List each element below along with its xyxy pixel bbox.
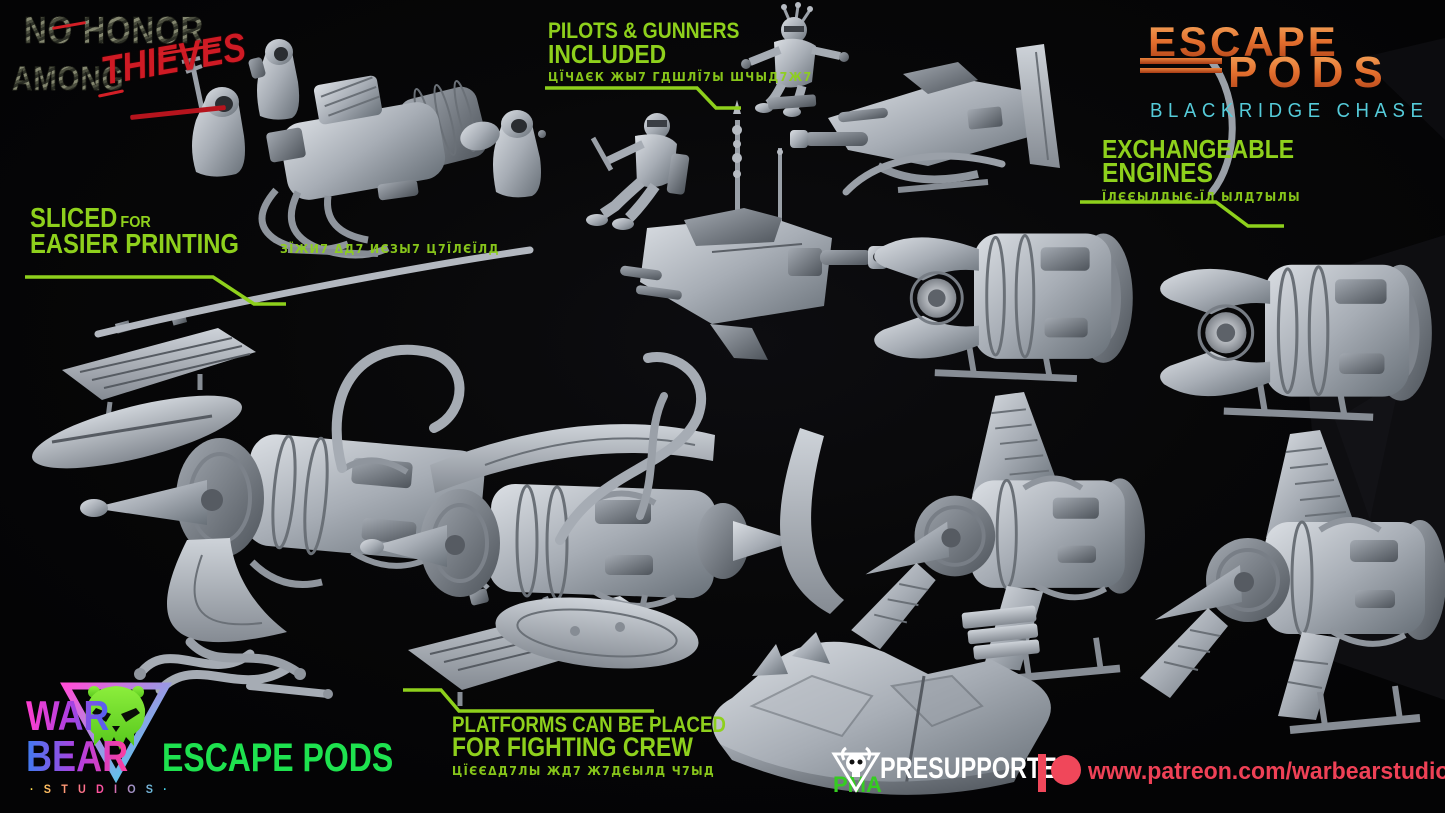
annotation-platforms-line2: FOR FIGHTING CREW [452,732,693,762]
aurebesh-text-platforms: ЦЇЄЄΔД7ЛЫ ЖД7 Ж7ДЄЫЛД Ч7ЫД [452,763,716,778]
product-logo-pods: PODS [1228,48,1393,97]
annotation-pilots-line1: PILOTS & GUNNERS [548,18,740,43]
model-speeder-topleft [258,75,500,259]
model-pilot-figure [586,113,690,230]
warbear-word-bear: BEAR [26,732,129,781]
model-rock-base [712,605,1051,795]
logo-bar-2 [1140,68,1222,73]
model-hooded-figure-3 [480,110,546,198]
title-logo: NO HONOR AMONG THIEVES [10,8,250,123]
annotation-sliced-word2: FOR [120,214,151,231]
model-escape-pod-right [360,424,801,669]
annotation-sliced-line2: EASIER PRINTING [30,227,239,259]
annotation-sliced-word1: SLICED [30,202,118,233]
callout-sliced [25,275,286,306]
callout-lines [25,86,1284,713]
annotation-engines-line1: EXCHANGEABLE [1102,134,1294,164]
model-pipe-tangle [134,637,333,699]
callout-pilots [545,86,741,110]
warbear-logo: WAR BEAR · S T U D I O S · [24,672,174,807]
model-hooded-figure-2 [248,39,300,120]
warbear-triangle-and-skull [60,682,172,784]
product-logo-subtitle: BLACKRIDGE CHASE [1150,100,1429,122]
warbear-studios: · S T U D I O S · [30,782,171,796]
logo-bar-1 [1140,58,1222,64]
title-line-among: AMONG [12,60,125,99]
escape-pods-label: ESCAPE PODS [162,736,394,780]
model-speeder-topright [790,44,1060,193]
annotation-platforms-line1: PLATFORMS CAN BE PLACED [452,712,726,737]
patreon-link[interactable]: www.patreon.com/warbearstudios [1038,752,1445,796]
patreon-icon [1038,754,1081,792]
title-line-no-honor: NO HONOR [24,10,205,53]
presupported-badge: PMA PRESUPPORTED [830,744,1074,798]
pma-skull-icon: PMA [831,746,882,797]
annotation-platforms: PLATFORMS CAN BE PLACED FOR FIGHTING CRE… [452,712,774,780]
annotation-engines-line2: ENGINES [1102,157,1213,188]
model-cables [94,58,1236,614]
model-engine-2 [1160,265,1432,417]
model-escape-pod-left [32,395,485,643]
annotation-pilots-line2: INCLUDED [548,39,667,69]
callout-platforms [403,688,654,713]
aurebesh-text-pilots: ЦЇЧΔЄК ЖЫ7 ГДШЛЇ7Ы ШЧЫД7Ж7 [548,70,813,84]
warbear-word-war: WAR [26,692,110,739]
warbear-skull-icon [85,686,146,750]
model-gunner-figure [741,2,849,117]
aurebesh-text-engines: ЇЛЄЄЫЛДЫЄ-ЇЛ ЫЛД7ЫЛЫ [1102,189,1301,204]
model-engine-1 [874,233,1133,378]
annotation-pilots: PILOTS & GUNNERS INCLUDED ЦЇЧΔЄК ЖЫ7 ГДШ… [548,18,836,86]
callout-engines [1080,200,1284,228]
annotation-engines: EXCHANGEABLE ENGINES ЇЛЄЄЫЛДЫЄ-ЇЛ ЫЛД7ЫЛ… [1102,136,1320,206]
thieves-underline [130,104,226,121]
patreon-url-text: www.patreon.com/warbearstudios [1088,758,1445,785]
aurebesh-text-sliced: ЗЇЖИ7 ΔД7 ИЄЗЫ7 Ц7ЇЛЄЇЛД [280,241,501,256]
product-logo: ESCAPE PODS BLACKRIDGE CHASE [1140,18,1440,122]
product-logo-escape: ESCAPE [1148,18,1339,65]
